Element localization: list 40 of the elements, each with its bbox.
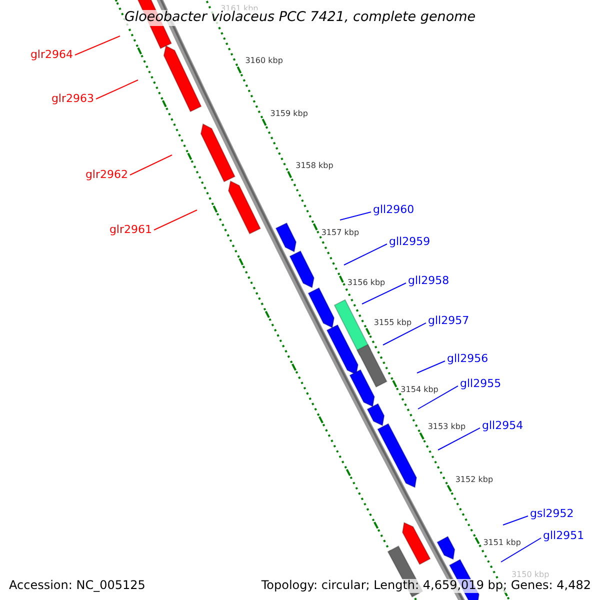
gene-label: gll2959 [389, 236, 430, 248]
gene-label: gll2960 [373, 204, 414, 216]
tick-label: 3160 kbp [245, 56, 283, 66]
gene-label: gll2955 [460, 378, 502, 390]
genome-summary-text: Topology: circular; Length: 4,659,019 bp; Genes: 4,482 [261, 579, 591, 593]
tick-label: 3154 kbp [400, 385, 438, 394]
tick-label: 3158 kbp [296, 160, 334, 170]
leader-line [130, 154, 172, 176]
leader-line [416, 360, 446, 374]
tick-label: 3155 kbp [374, 318, 412, 328]
gene-label: glr2963 [51, 92, 94, 106]
tick-label: 3159 kbp [270, 108, 308, 118]
leader-line [340, 212, 372, 220]
gene-label: glr2962 [85, 168, 128, 182]
leader-line [154, 210, 198, 230]
leader-line [74, 36, 120, 56]
accession-text: Accession: NC_005125 [9, 579, 146, 593]
map-title: Gloeobacter violaceus PCC 7421, complete genome [124, 10, 476, 26]
gene-label: gll2956 [447, 352, 488, 366]
leader-line [96, 80, 138, 100]
tick-label: 3150 kbp [511, 570, 550, 580]
tick-label: 3157 kbp [321, 228, 360, 238]
tick-label: 3152 kbp [455, 474, 494, 484]
leader-line [438, 428, 480, 450]
leader-line [502, 516, 528, 526]
gene-label: glr2964 [30, 48, 73, 62]
tick-label: 3156 kbp [347, 278, 386, 287]
tick-label: 3153 kbp [428, 422, 466, 432]
leader-line [344, 244, 388, 266]
gene-label: gsl2952 [530, 508, 574, 520]
leader-line [418, 386, 458, 410]
leader-line [382, 322, 426, 346]
leader-line [362, 282, 406, 304]
gene-label: glr2961 [109, 224, 152, 236]
tick-label: 3151 kbp [483, 538, 521, 548]
gene-label: gll2954 [482, 420, 524, 432]
gene-label: gll2957 [428, 314, 470, 328]
gene-label: gll2958 [408, 274, 450, 288]
gene-label: gll2951 [543, 530, 584, 542]
leader-line [500, 538, 542, 562]
